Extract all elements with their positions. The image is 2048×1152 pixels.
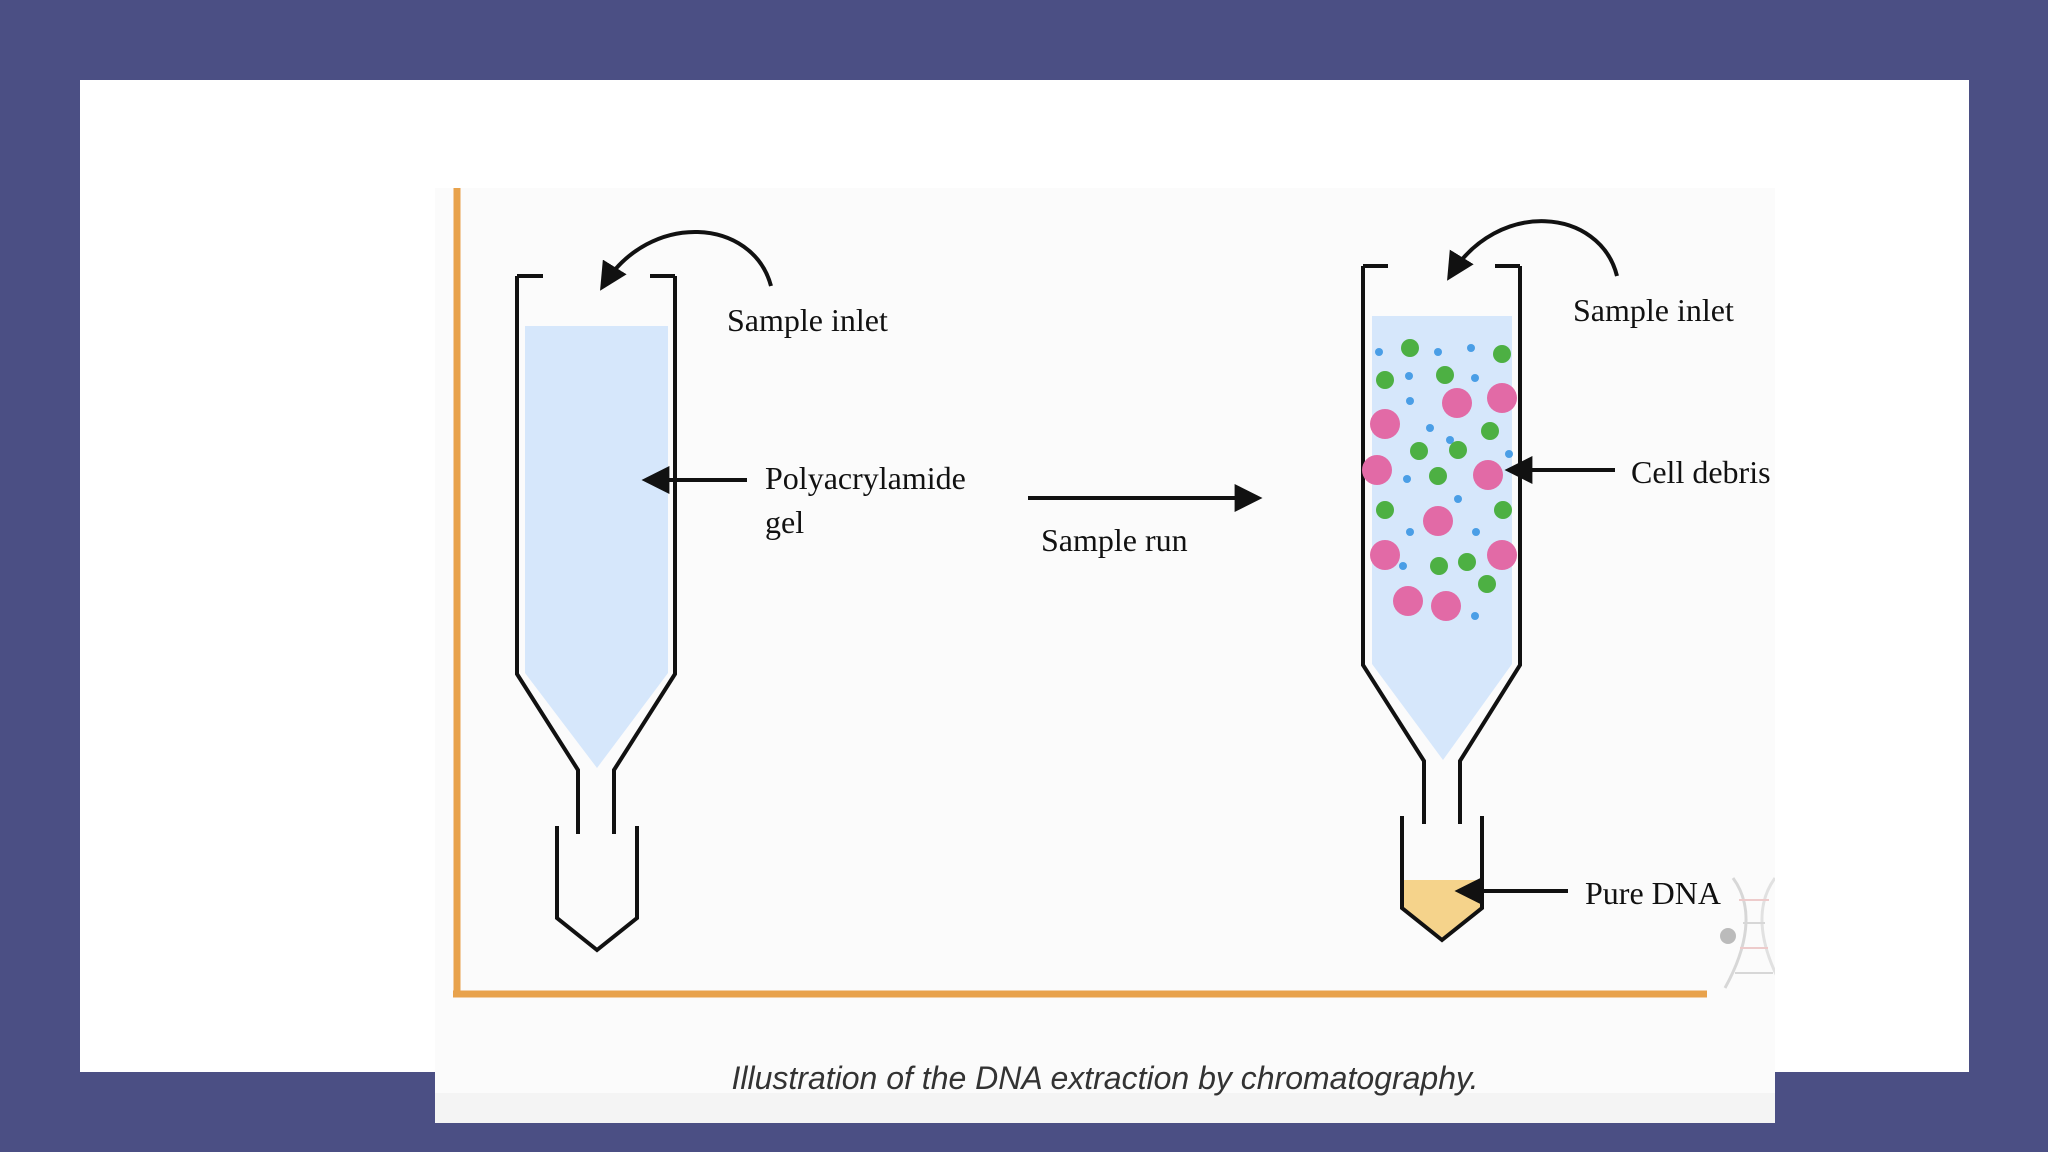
- right-gel-fill: [1372, 316, 1512, 760]
- debris-small-particle: [1471, 374, 1479, 382]
- left-column-outline-right: [612, 276, 677, 834]
- debris-medium-particle: [1478, 575, 1496, 593]
- figure-caption: Illustration of the DNA extraction by ch…: [731, 1060, 1479, 1096]
- right-column: [1361, 219, 1619, 943]
- debris-small-particle: [1434, 348, 1442, 356]
- dna-helix-watermark: [1720, 877, 1775, 989]
- debris-medium-particle: [1493, 345, 1511, 363]
- debris-large-particle: [1370, 540, 1400, 570]
- debris-small-particle: [1406, 528, 1414, 536]
- debris-small-particle: [1403, 475, 1411, 483]
- debris-small-particle: [1446, 436, 1454, 444]
- diagram-svg: Sample inlet Polyacrylamide gel Sample r…: [435, 188, 1775, 1093]
- debris-medium-particle: [1429, 467, 1447, 485]
- debris-small-particle: [1471, 612, 1479, 620]
- debris-small-particle: [1405, 372, 1413, 380]
- pure-dna-label: Pure DNA: [1585, 875, 1721, 911]
- debris-small-particle: [1426, 424, 1434, 432]
- gel-label-line1: Polyacrylamide: [765, 460, 966, 496]
- gel-label-line2: gel: [765, 504, 804, 540]
- sample-run-label: Sample run: [1041, 522, 1188, 558]
- left-collection-tube: [555, 826, 639, 953]
- debris-small-particle: [1472, 528, 1480, 536]
- left-inlet-arrow: [600, 230, 773, 291]
- debris-small-particle: [1375, 348, 1383, 356]
- debris-large-particle: [1473, 460, 1503, 490]
- chromatography-figure: Sample inlet Polyacrylamide gel Sample r…: [435, 188, 1775, 1123]
- debris-large-particle: [1487, 540, 1517, 570]
- debris-small-particle: [1505, 450, 1513, 458]
- debris-small-particle: [1454, 495, 1462, 503]
- content-card: Sample inlet Polyacrylamide gel Sample r…: [80, 80, 1969, 1123]
- debris-medium-particle: [1481, 422, 1499, 440]
- debris-large-particle: [1362, 455, 1392, 485]
- left-column: [515, 230, 773, 953]
- right-sample-inlet-label: Sample inlet: [1573, 292, 1734, 328]
- debris-medium-particle: [1376, 501, 1394, 519]
- debris-medium-particle: [1458, 553, 1476, 571]
- debris-small-particle: [1467, 344, 1475, 352]
- left-sample-inlet-label: Sample inlet: [727, 302, 888, 338]
- debris-large-particle: [1393, 586, 1423, 616]
- debris-small-particle: [1399, 562, 1407, 570]
- debris-large-particle: [1442, 388, 1472, 418]
- cell-debris-label: Cell debris: [1631, 454, 1771, 490]
- debris-large-particle: [1423, 506, 1453, 536]
- debris-medium-particle: [1410, 442, 1428, 460]
- debris-medium-particle: [1401, 339, 1419, 357]
- debris-medium-particle: [1494, 501, 1512, 519]
- debris-medium-particle: [1449, 441, 1467, 459]
- debris-large-particle: [1370, 409, 1400, 439]
- debris-large-particle: [1487, 383, 1517, 413]
- left-gel-fill: [525, 326, 668, 768]
- debris-medium-particle: [1376, 371, 1394, 389]
- debris-small-particle: [1406, 397, 1414, 405]
- debris-medium-particle: [1430, 557, 1448, 575]
- caption-strip: [435, 1093, 1775, 1123]
- left-column-outline-left: [515, 276, 580, 834]
- debris-medium-particle: [1436, 366, 1454, 384]
- right-inlet-arrow: [1447, 219, 1619, 281]
- debris-large-particle: [1431, 591, 1461, 621]
